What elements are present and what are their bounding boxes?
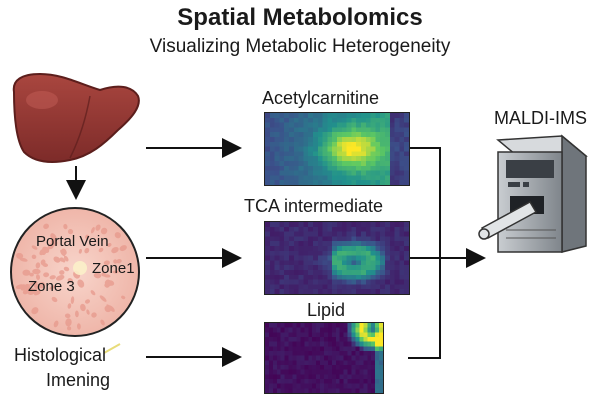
tissue-cell (95, 224, 101, 231)
heatmap-acetylcarnitine (264, 112, 410, 186)
tissue-cell (63, 255, 69, 262)
histology-label-line1: Histological (14, 345, 107, 365)
diagram-title: Spatial Metabolomics (177, 4, 423, 31)
tissue-cell (90, 227, 95, 234)
tissue-cell (53, 256, 61, 263)
tissue-cell (93, 272, 102, 279)
tissue-cell (119, 245, 127, 252)
tissue-cell (100, 319, 105, 326)
heatmap-tca-intermediate (264, 221, 410, 295)
tissue-cell (27, 288, 36, 295)
tissue-cell (100, 227, 108, 235)
tissue-cell (64, 313, 71, 319)
maldi-ims-instrument-icon (478, 134, 588, 253)
tissue-cell (104, 305, 112, 313)
tissue-cell (60, 249, 66, 257)
tissue-cell (98, 247, 104, 253)
heatmap-lipid (264, 322, 384, 394)
tissue-cell (31, 307, 39, 315)
tissue-cell (78, 279, 83, 284)
tissue-cell (84, 299, 91, 304)
tissue-cell (85, 234, 90, 239)
tissue-cell (67, 303, 72, 309)
tissue-cell (99, 295, 107, 302)
panel-label-tca-intermediate: TCA intermediate (244, 196, 384, 216)
instrument-label: MALDI-IMS (494, 108, 588, 128)
tissue-cell (51, 296, 58, 303)
tissue-cell (43, 272, 50, 278)
tissue-cell (76, 323, 81, 330)
histology-leader-mark (103, 343, 121, 354)
tissue-cell (35, 262, 41, 269)
tissue-cell (86, 309, 90, 315)
portal-vein-label: Portal Vein (36, 233, 109, 250)
tissue-cell (70, 296, 75, 304)
tissue-cell (103, 260, 110, 266)
tissue-cell (59, 257, 64, 262)
tissue-cell (49, 275, 56, 280)
tissue-cell (35, 274, 41, 280)
tissue-cell (101, 272, 106, 277)
tissue-cell (45, 247, 50, 252)
diagram-subtitle: Visualizing Metabolic Heterogeneity (149, 36, 451, 57)
tissue-cell (22, 269, 31, 276)
tissue-cell (111, 246, 119, 254)
tissue-cell (121, 295, 126, 300)
tissue-cell (20, 286, 27, 291)
tissue-cell (114, 232, 121, 239)
tissue-cell (53, 320, 59, 328)
tissue-cell (80, 303, 86, 312)
tissue-cell (90, 290, 96, 296)
tissue-cell (22, 289, 29, 295)
tissue-cell (42, 263, 49, 267)
tissue-cell (84, 247, 90, 254)
tissue-cell (116, 259, 122, 264)
liver-icon (12, 72, 140, 163)
tissue-cell (55, 274, 65, 281)
tissue-cell (63, 223, 68, 230)
tissue-cell (49, 285, 55, 290)
tissue-cell (107, 243, 112, 247)
tissue-cell (16, 252, 24, 259)
tissue-cell (31, 245, 38, 250)
tissue-cell (104, 279, 111, 287)
tissue-cell (19, 257, 28, 262)
tissue-cell (67, 278, 73, 283)
tissue-cell (67, 229, 74, 235)
tissue-cell (39, 249, 45, 256)
tissue-cell (74, 310, 79, 318)
zone3-label: Zone 3 (28, 278, 75, 295)
tissue-cell (32, 268, 41, 275)
zone1-label: Zone1 (92, 260, 135, 277)
tissue-cell (78, 248, 82, 254)
tissue-cell (113, 259, 118, 264)
tissue-cell (63, 266, 70, 272)
tissue-cell (29, 281, 38, 286)
tissue-section (10, 207, 140, 337)
tissue-cell (59, 270, 65, 275)
tissue-cell (29, 272, 34, 277)
histology-label-line2: Imening (46, 370, 111, 390)
tissue-cell (50, 233, 57, 242)
tissue-cell (67, 326, 72, 331)
panels-to-instrument-connector (408, 147, 486, 359)
tissue-cell (43, 223, 49, 230)
tissue-cell (91, 312, 97, 318)
tissue-cell (112, 270, 119, 274)
panel-label-acetylcarnitine: Acetylcarnitine (262, 88, 380, 108)
tissue-cell (38, 282, 46, 289)
tissue-cell (47, 243, 54, 250)
tissue-cell (65, 318, 72, 327)
tissue-cell (31, 254, 37, 260)
panel-label-lipid: Lipid (307, 300, 346, 320)
